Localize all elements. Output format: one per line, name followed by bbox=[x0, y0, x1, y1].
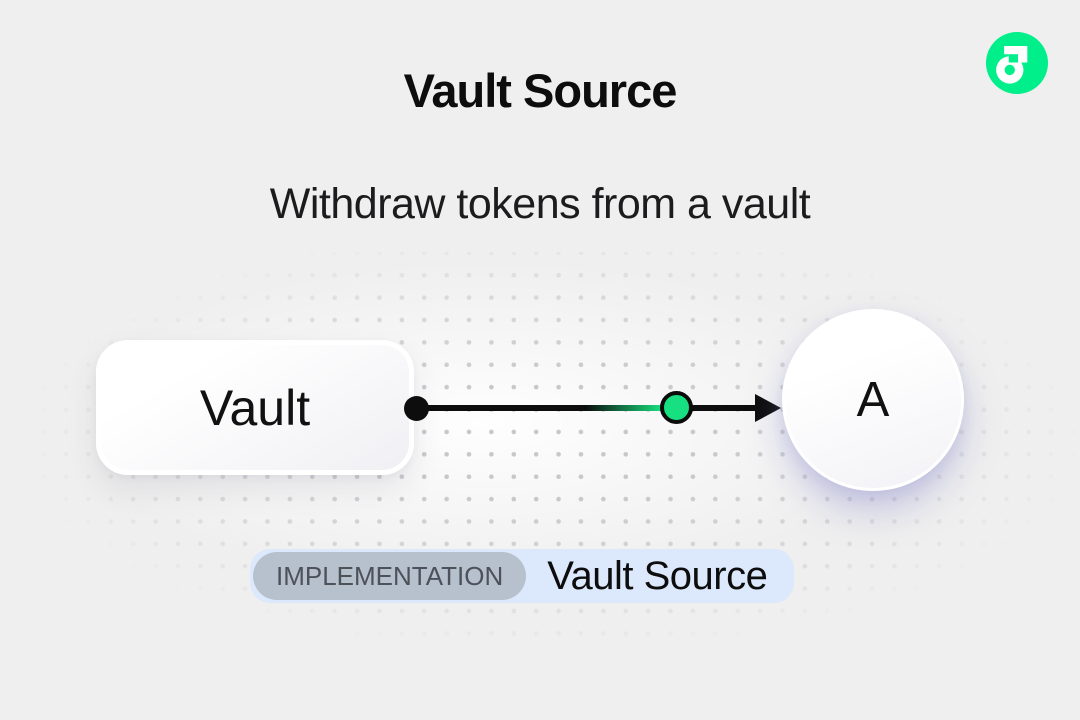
flow-logo-icon bbox=[986, 32, 1048, 94]
implementation-badge: IMPLEMENTATION Vault Source bbox=[250, 549, 795, 603]
edge-arrowhead-icon bbox=[755, 394, 781, 422]
edge-token-node bbox=[660, 391, 693, 424]
vault-node: Vault bbox=[96, 340, 414, 475]
account-node: A bbox=[782, 309, 964, 491]
page-title: Vault Source bbox=[403, 64, 678, 117]
vault-node-label: Vault bbox=[199, 379, 311, 436]
implementation-badge-label: Vault Source bbox=[547, 553, 768, 598]
implementation-tag: IMPLEMENTATION bbox=[253, 552, 527, 600]
page-subtitle: Withdraw tokens from a vault bbox=[269, 180, 811, 228]
edge-line-green-trail bbox=[586, 405, 662, 411]
account-node-label: A bbox=[856, 373, 890, 427]
